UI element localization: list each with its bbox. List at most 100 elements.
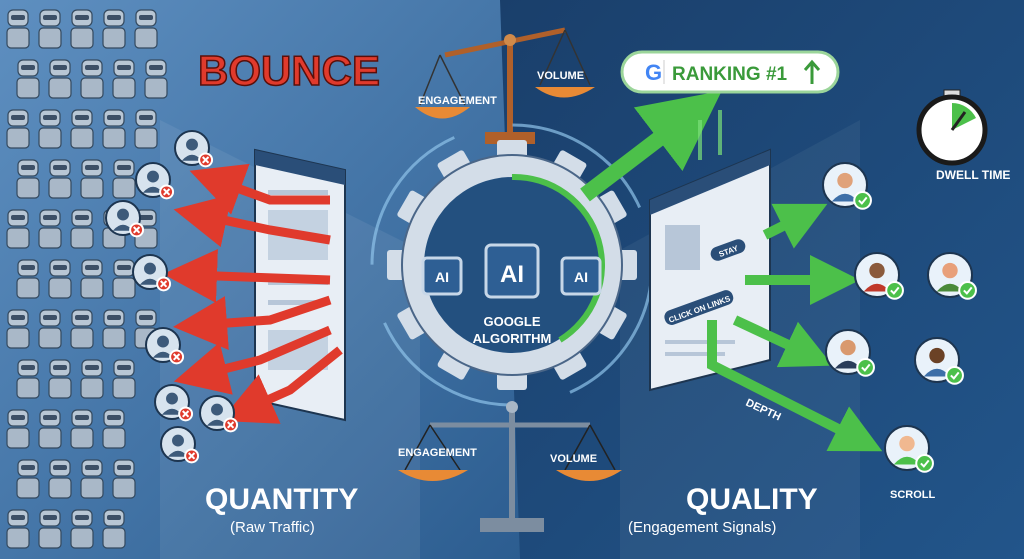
quality-subtitle: (Engagement Signals) [628,519,776,536]
robot-icon [48,359,72,399]
close-icon [169,349,185,365]
ai-chip-left: AI [421,256,463,296]
robot-icon [16,159,40,199]
robot-icon [38,509,62,549]
quantity-subtitle: (Raw Traffic) [230,519,315,536]
dwell-time-label: DWELL TIME [936,168,1010,182]
robot-icon [70,309,94,349]
quality-title: QUALITY [686,483,818,516]
robot-icon [38,209,62,249]
robot-icon [70,509,94,549]
user-avatar [822,162,872,210]
ranking-label: RANKING #1 [672,64,788,85]
top-balance-scale [415,27,595,144]
bounce-label: BOUNCE [198,47,380,94]
close-icon [184,448,200,464]
bottom-scale-engagement-label: ENGAGEMENT [398,447,477,459]
robot-icon [134,109,158,149]
robot-icon [70,209,94,249]
robot-icon [102,509,126,549]
robot-icon [102,109,126,149]
robot-icon [80,459,104,499]
user-avatar [199,395,239,433]
arrow-up-icon [803,59,821,84]
robot-icon [6,9,30,49]
robot-icon [112,59,136,99]
user-avatar [174,130,214,168]
user-avatar [135,162,175,200]
stopwatch-icon [916,89,988,166]
robot-icon [38,309,62,349]
robot-icon [112,259,136,299]
robot-icon [6,309,30,349]
robot-icon [6,209,30,249]
robot-icon [6,409,30,449]
engagement-arrows [707,203,883,452]
check-icon [915,454,934,473]
bounce-arrows [163,163,343,424]
gear-label-google: GOOGLE [483,314,540,329]
user-avatar [160,426,200,464]
user-avatar [884,425,934,473]
check-icon [856,358,875,377]
robot-icon [6,509,30,549]
close-icon [159,184,175,200]
robot-icon [16,459,40,499]
svg-text:AI: AI [574,269,588,285]
robot-icon [70,109,94,149]
close-icon [156,276,172,292]
robot-icon [48,259,72,299]
ai-chip-center: AI [484,243,540,299]
ranking-up-arrow [580,90,722,202]
robot-icon [80,359,104,399]
user-avatar [154,384,194,422]
robot-icon [16,59,40,99]
robot-icon [16,359,40,399]
close-icon [198,152,214,168]
user-avatar [825,329,875,377]
user-avatar [914,337,964,385]
user-avatar [927,252,977,300]
close-icon [129,222,145,238]
right-browser-window [649,148,771,392]
robot-icon [102,409,126,449]
robot-icon [70,9,94,49]
robot-icon [134,9,158,49]
close-icon [223,417,239,433]
robot-icon [38,109,62,149]
google-logo-icon: G [645,60,662,85]
check-icon [958,281,977,300]
user-avatar [132,254,172,292]
user-avatar [145,327,185,365]
robot-icon [102,309,126,349]
gear-label-algorithm: ALGORITHM [473,331,552,346]
robot-icon [80,159,104,199]
svg-text:AI: AI [435,269,449,285]
algorithm-gear [370,123,654,407]
robot-icon [112,459,136,499]
svg-text:AI: AI [500,261,524,288]
robot-icon [16,259,40,299]
robot-icon [38,9,62,49]
top-scale-volume-label: VOLUME [537,70,584,82]
robot-icon [144,59,168,99]
robot-icon [80,259,104,299]
ai-chip-right: AI [560,256,602,296]
check-icon [945,366,964,385]
scroll-label: SCROLL [890,489,936,501]
top-scale-engagement-label: ENGAGEMENT [418,95,497,107]
robot-crowd [6,9,168,549]
user-avatar [854,252,904,300]
robot-icon [48,159,72,199]
check-icon [885,281,904,300]
robot-icon [80,59,104,99]
bottom-scale-volume-label: VOLUME [550,453,597,465]
ranking-badge: G RANKING #1 [620,50,840,94]
robot-icon [112,159,136,199]
robot-icon [48,59,72,99]
robot-icon [112,359,136,399]
robot-icon [102,9,126,49]
user-avatar [105,200,145,238]
